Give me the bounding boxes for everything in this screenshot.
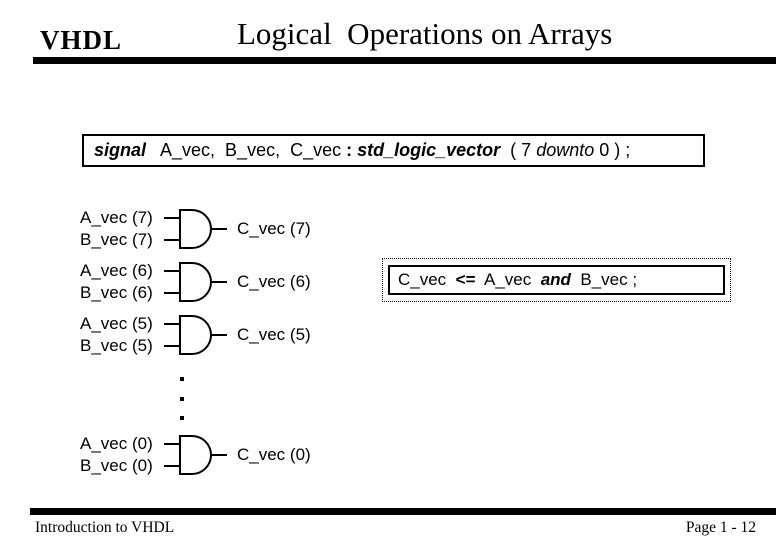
and-gate-icon [164, 435, 227, 475]
gate-rows-bottom: A_vec (0) B_vec (0) C_vec (0) [80, 433, 311, 477]
gate-input-labels: A_vec (5) B_vec (5) [80, 313, 164, 357]
header-logo: VHDL [40, 25, 123, 55]
gate-input-labels: A_vec (7) B_vec (7) [80, 207, 164, 251]
and-gate-icon [164, 209, 227, 249]
footer-page-number: Page 1 - 12 [685, 519, 756, 536]
and-gate-icon [164, 315, 227, 355]
signal-declaration-box: signal A_vec, B_vec, C_vec : std_logic_v… [82, 134, 705, 167]
output-label: C_vec (0) [237, 445, 311, 464]
signal-declaration-text: signal A_vec, B_vec, C_vec : std_logic_v… [94, 140, 631, 160]
output-label: C_vec (7) [237, 219, 311, 238]
ellipsis-dot [180, 377, 184, 381]
vertical-ellipsis [80, 366, 311, 433]
code-box: C_vec <= A_vec and B_vec ; [388, 265, 725, 295]
input-label-a: A_vec (7) [80, 208, 153, 227]
input-label-a: A_vec (6) [80, 261, 153, 280]
gate-rows-top: A_vec (7) B_vec (7) C_vec (7) A_vec (6) … [80, 207, 311, 357]
output-label: C_vec (5) [237, 325, 311, 344]
code-box-selection-border: C_vec <= A_vec and B_vec ; [382, 258, 731, 302]
input-label-b: B_vec (0) [80, 456, 153, 475]
gate-diagram: A_vec (7) B_vec (7) C_vec (7) A_vec (6) … [80, 207, 311, 486]
input-label-a: A_vec (5) [80, 314, 153, 333]
input-label-b: B_vec (7) [80, 230, 153, 249]
ellipsis-dot [180, 397, 184, 401]
gate-row: A_vec (7) B_vec (7) C_vec (7) [80, 207, 311, 251]
gate-input-labels: A_vec (6) B_vec (6) [80, 260, 164, 304]
and-gate-icon [164, 262, 227, 302]
gate-input-labels: A_vec (0) B_vec (0) [80, 433, 164, 477]
gate-row: A_vec (5) B_vec (5) C_vec (5) [80, 313, 311, 357]
footer-rule [30, 508, 776, 515]
output-label: C_vec (6) [237, 272, 311, 291]
ellipsis-dot [180, 416, 184, 420]
slide-title: Logical Operations on Arrays [237, 16, 613, 51]
gate-row: A_vec (0) B_vec (0) C_vec (0) [80, 433, 311, 477]
code-text: C_vec <= A_vec and B_vec ; [398, 270, 638, 289]
input-label-a: A_vec (0) [80, 434, 153, 453]
input-label-b: B_vec (5) [80, 336, 153, 355]
input-label-b: B_vec (6) [80, 283, 153, 302]
header-rule [33, 57, 776, 64]
footer-course-title: Introduction to VHDL [35, 519, 175, 536]
gate-row: A_vec (6) B_vec (6) C_vec (6) [80, 260, 311, 304]
